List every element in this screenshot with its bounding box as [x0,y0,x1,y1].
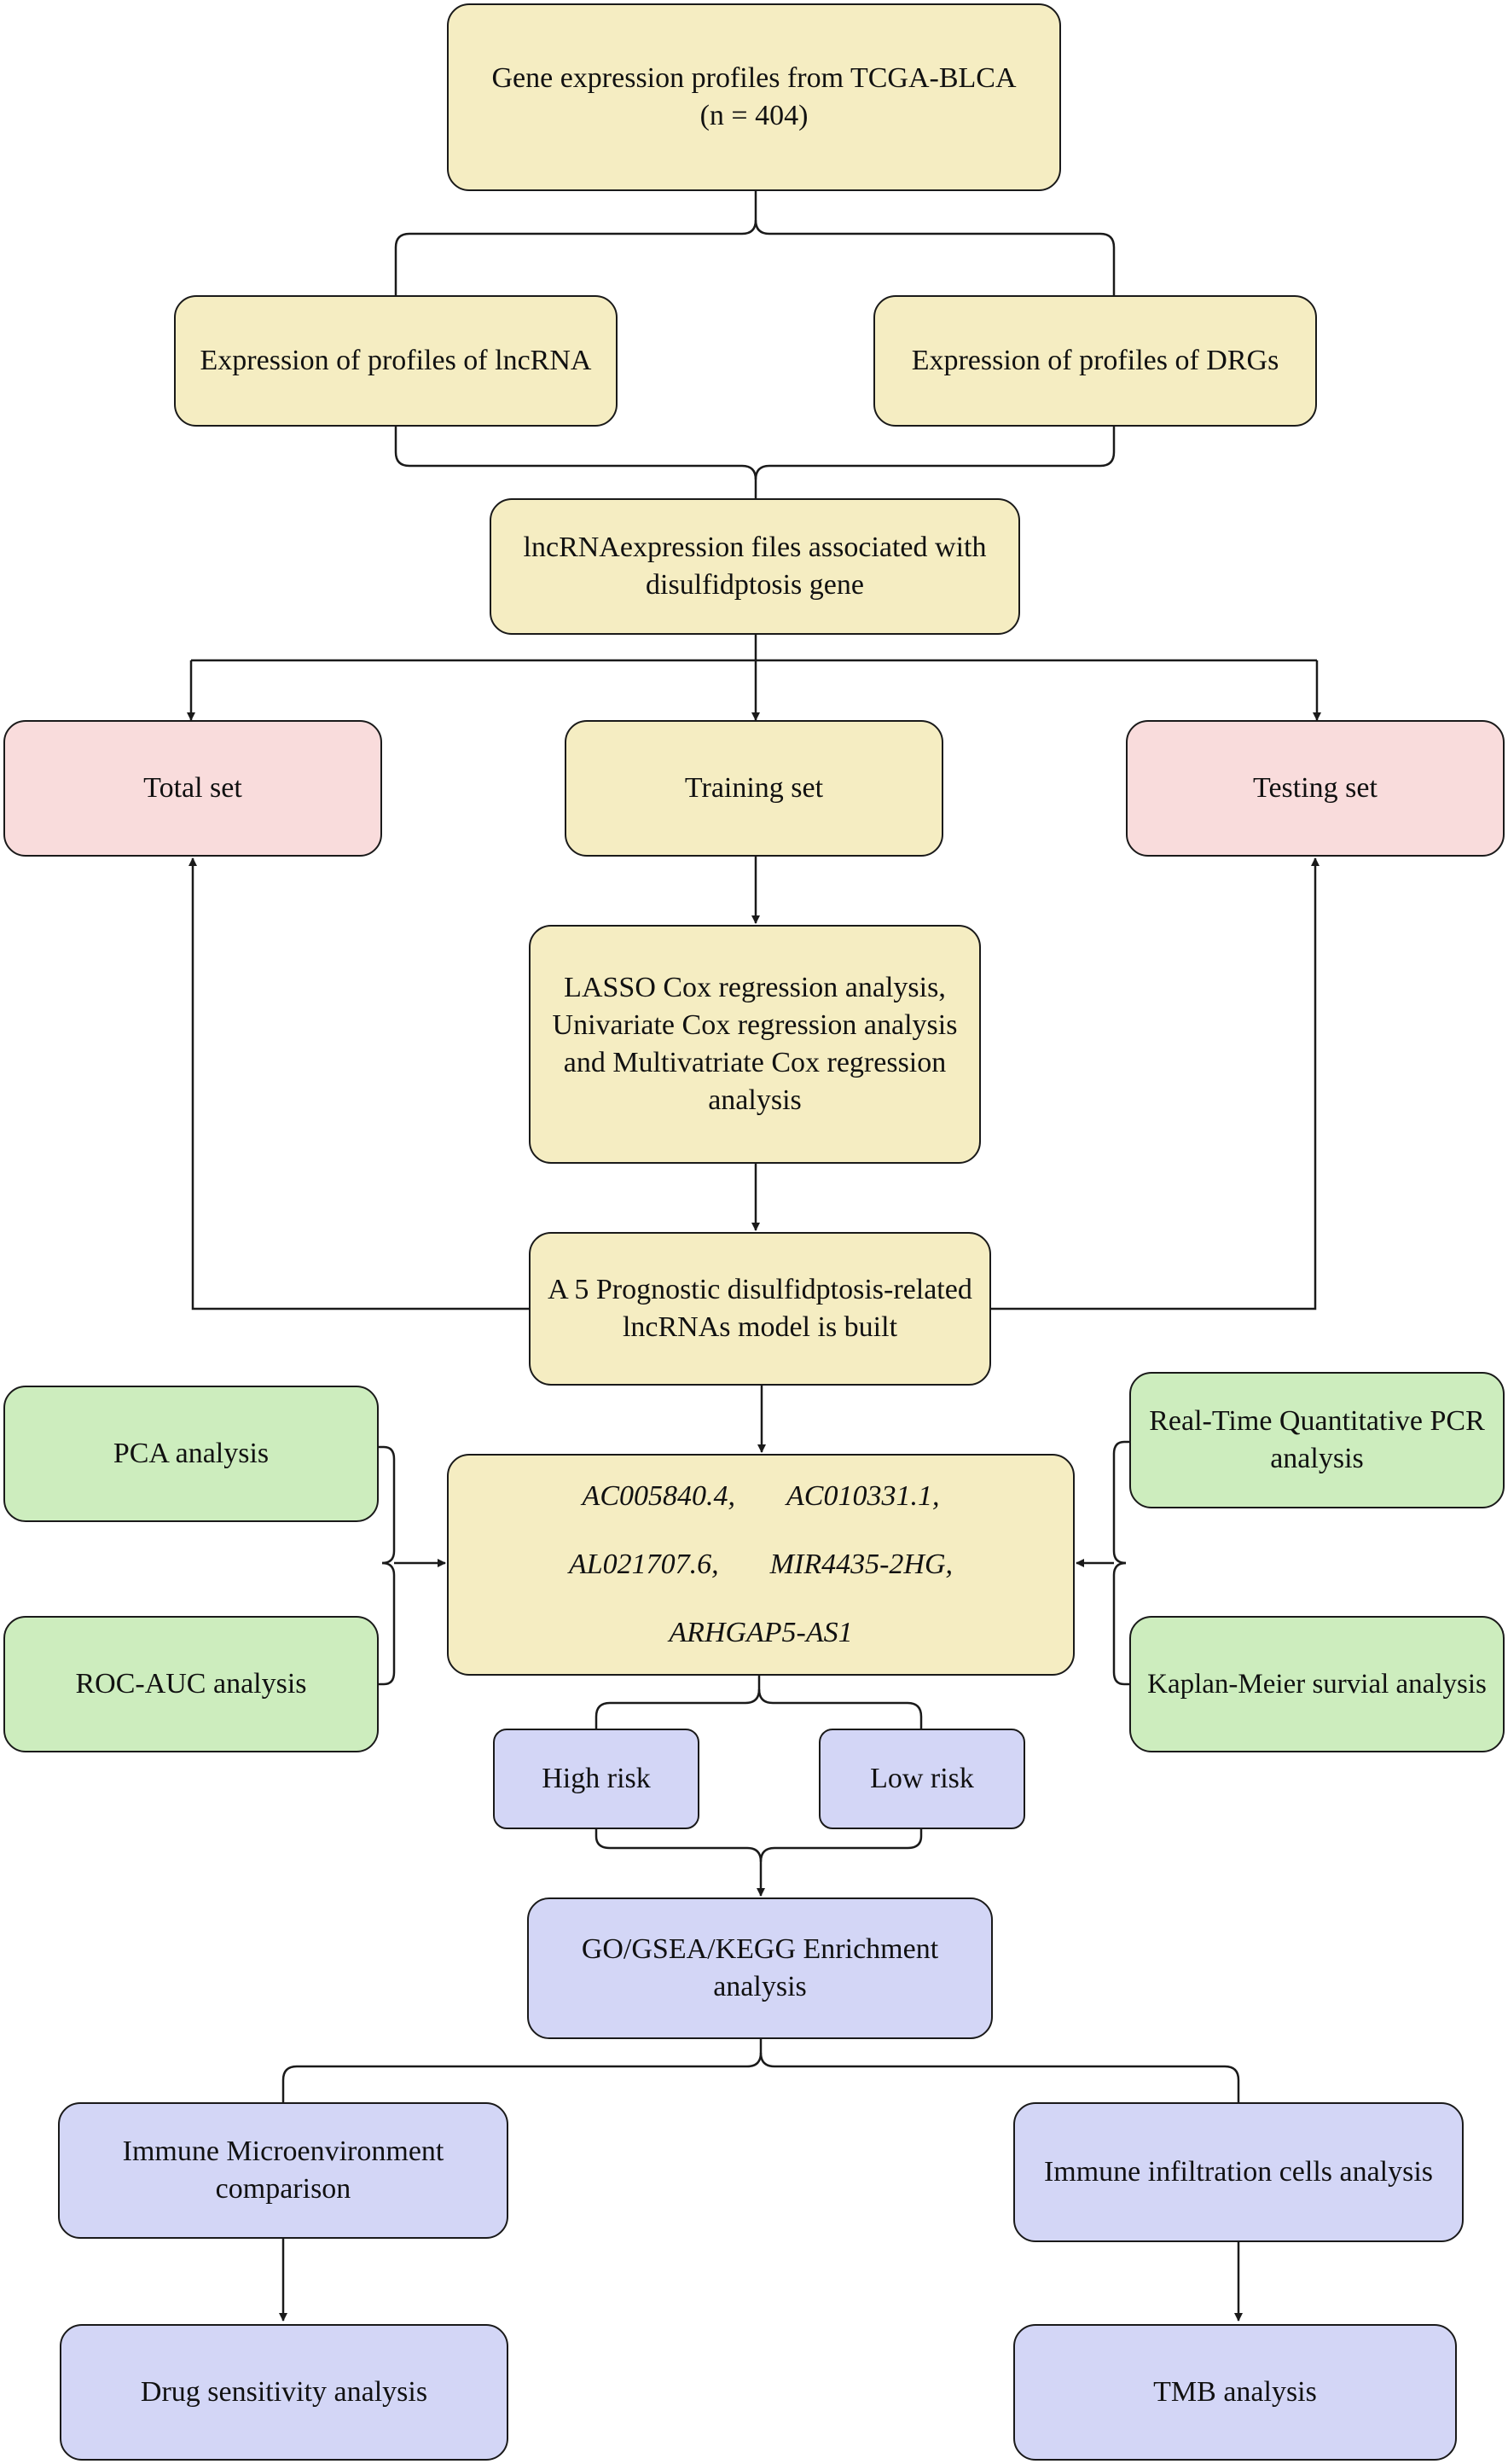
node-enrichment-line-2: analysis [713,1971,807,2002]
connector-enrichment-split [281,2039,763,2102]
connector-pca-bracket [379,1445,396,1565]
node-km: Kaplan-Meier survial analysis [1129,1616,1505,1752]
node-associated: lncRNAexpression files associated with di… [490,498,1020,635]
node-drg-profiles: Expression of profiles of DRGs [873,295,1317,427]
node-pcr-line-1: Real-Time Quantitative PCR [1149,1405,1485,1437]
node-regression-line-2: Univariate Cox regression analysis [552,1009,958,1041]
node-model: A 5 Prognostic disulfidptosis-related lnc… [529,1232,991,1386]
connector-risk-merge [594,1829,765,1897]
connector-tcga-split-right [754,219,1116,295]
node-low-risk: Low risk [819,1729,1025,1829]
node-pca: PCA analysis [3,1386,379,1522]
node-tmb-line-1: TMB analysis [1153,2376,1317,2408]
node-tcga: Gene expression profiles from TCGA-BLCA (… [447,3,1061,191]
node-roc: ROC-AUC analysis [3,1616,379,1752]
node-drg-profiles-line-1: Expression of profiles of DRGs [911,345,1279,376]
connector-risk-split-right [757,1688,923,1729]
node-associated-line-2: disulfidptosis gene [646,569,864,601]
gene-ac010331: AC010331.1, [786,1480,940,1512]
node-regression-line-3: and Multivatriate Cox regression [563,1047,947,1078]
node-genes: AC005840.4, AC010331.1, AL021707.6, MIR4… [447,1454,1075,1676]
node-tmb: TMB analysis [1013,2324,1457,2461]
gene-arhgap5: ARHGAP5-AS1 [669,1617,853,1648]
node-training-set-line-1: Training set [684,772,824,804]
gene-row-2: AL021707.6, MIR4435-2HG, [457,1531,1064,1599]
node-immune-infil-line-1: Immune infiltration cells analysis [1043,2156,1434,2188]
node-testing-set-line-1: Testing set [1253,772,1378,804]
node-model-line-1: A 5 Prognostic disulfidptosis-related [548,1274,972,1305]
gene-row-1: AC005840.4, AC010331.1, [457,1462,1064,1531]
node-training-set: Training set [565,720,943,857]
node-regression-line-1: LASSO Cox regression analysis, [564,972,946,1003]
connector-roc-bracket [379,1561,396,1686]
node-pca-line-1: PCA analysis [113,1438,270,1469]
node-tcga-line-2: (n = 404) [699,100,809,131]
node-total-set: Total set [3,720,382,857]
connector-km-bracket [1112,1561,1129,1686]
node-total-set-line-1: Total set [143,772,242,804]
node-tcga-line-1: Gene expression profiles from TCGA-BLCA [491,62,1017,94]
connector-risk-merge-right [759,1829,923,1863]
node-enrichment-line-1: GO/GSEA/KEGG Enrichment [581,1933,939,1965]
connector-tcga-split [394,191,757,295]
connector-profiles-merge [394,427,757,498]
connector-profiles-merge-right [754,427,1116,480]
node-high-risk: High risk [493,1729,699,1829]
node-high-risk-line-1: High risk [542,1763,651,1794]
connector-enrichment-split-right [759,2052,1240,2102]
node-lncrna-profiles: Expression of profiles of lncRNA [174,295,618,427]
node-associated-line-1: lncRNAexpression files associated with [523,532,987,563]
node-immune-infil: Immune infiltration cells analysis [1013,2102,1464,2242]
connector-pcr-bracket [1112,1440,1129,1565]
node-drug: Drug sensitivity analysis [60,2324,508,2461]
node-roc-line-1: ROC-AUC analysis [75,1668,307,1700]
node-km-line-1: Kaplan-Meier survial analysis [1147,1669,1487,1700]
node-testing-set: Testing set [1126,720,1505,857]
arrow-model-to-total [188,857,531,1310]
gene-al021707: AL021707.6, [568,1549,719,1580]
node-enrichment: GO/GSEA/KEGG Enrichment analysis [527,1897,993,2039]
node-pcr: Real-Time Quantitative PCR analysis [1129,1372,1505,1508]
connector-risk-split [594,1676,761,1729]
node-model-line-2: lncRNAs model is built [622,1311,898,1343]
node-immune-micro: Immune Microenvironment comparison [58,2102,508,2239]
node-immune-micro-line-1: Immune Microenvironment [122,2136,444,2167]
node-low-risk-line-1: Low risk [870,1763,974,1794]
node-pcr-line-2: analysis [1270,1443,1364,1474]
gene-ac005840: AC005840.4, [582,1480,735,1512]
gene-row-3: ARHGAP5-AS1 [457,1599,1064,1667]
gene-mir4435: MIR4435-2HG, [769,1549,954,1580]
node-regression: LASSO Cox regression analysis, Univariat… [529,925,981,1164]
node-regression-line-4: analysis [708,1084,802,1116]
node-drug-line-1: Drug sensitivity analysis [140,2376,428,2408]
node-lncrna-profiles-line-1: Expression of profiles of lncRNA [200,345,592,376]
arrow-model-to-testing [991,857,1320,1310]
node-immune-micro-line-2: comparison [215,2173,351,2205]
